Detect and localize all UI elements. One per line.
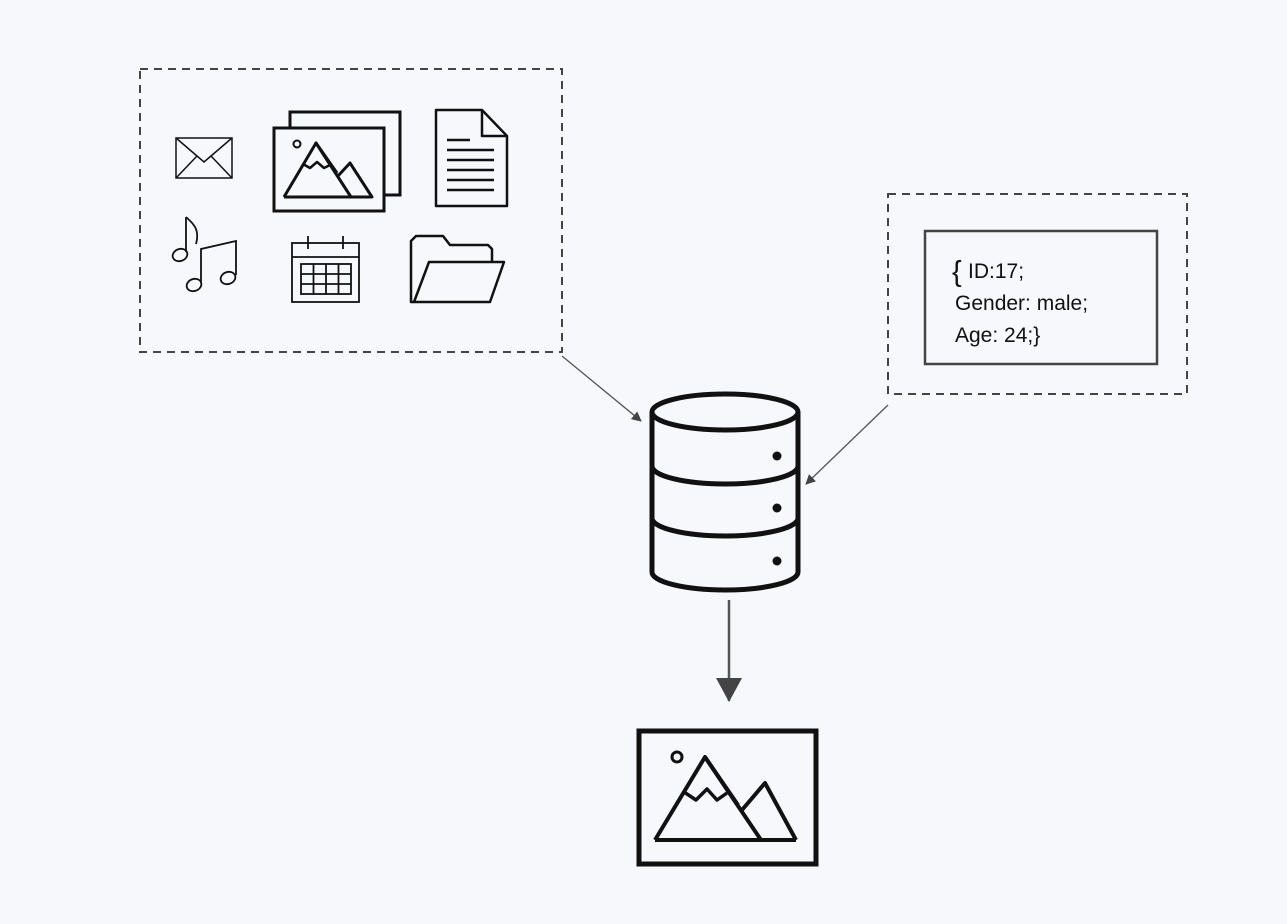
music-notes-icon (171, 216, 237, 293)
record-line-age: Age: 24;} (955, 324, 1040, 347)
envelope-icon (175, 137, 233, 179)
database-icon (649, 391, 801, 593)
unstructured-sources-border (139, 68, 563, 353)
output-image-icon (636, 728, 819, 867)
record-line-gender: Gender: male; (955, 292, 1088, 315)
record-brace: { (952, 256, 962, 288)
folder-icon (409, 234, 506, 304)
edge-database-to-output-arrowhead (716, 678, 742, 702)
calendar-icon (291, 236, 360, 303)
record-line-id: ID:17; (968, 260, 1024, 283)
image-stack-icon (272, 110, 402, 213)
edge-sources-to-database (561, 355, 642, 422)
document-icon (434, 108, 509, 208)
edge-record-to-database (805, 404, 889, 485)
unstructured-sources-group (139, 68, 563, 353)
structured-record-border (887, 193, 1188, 395)
structured-record-group: { ID:17; Gender: male; Age: 24;} (887, 193, 1188, 395)
record-card (923, 229, 1159, 366)
